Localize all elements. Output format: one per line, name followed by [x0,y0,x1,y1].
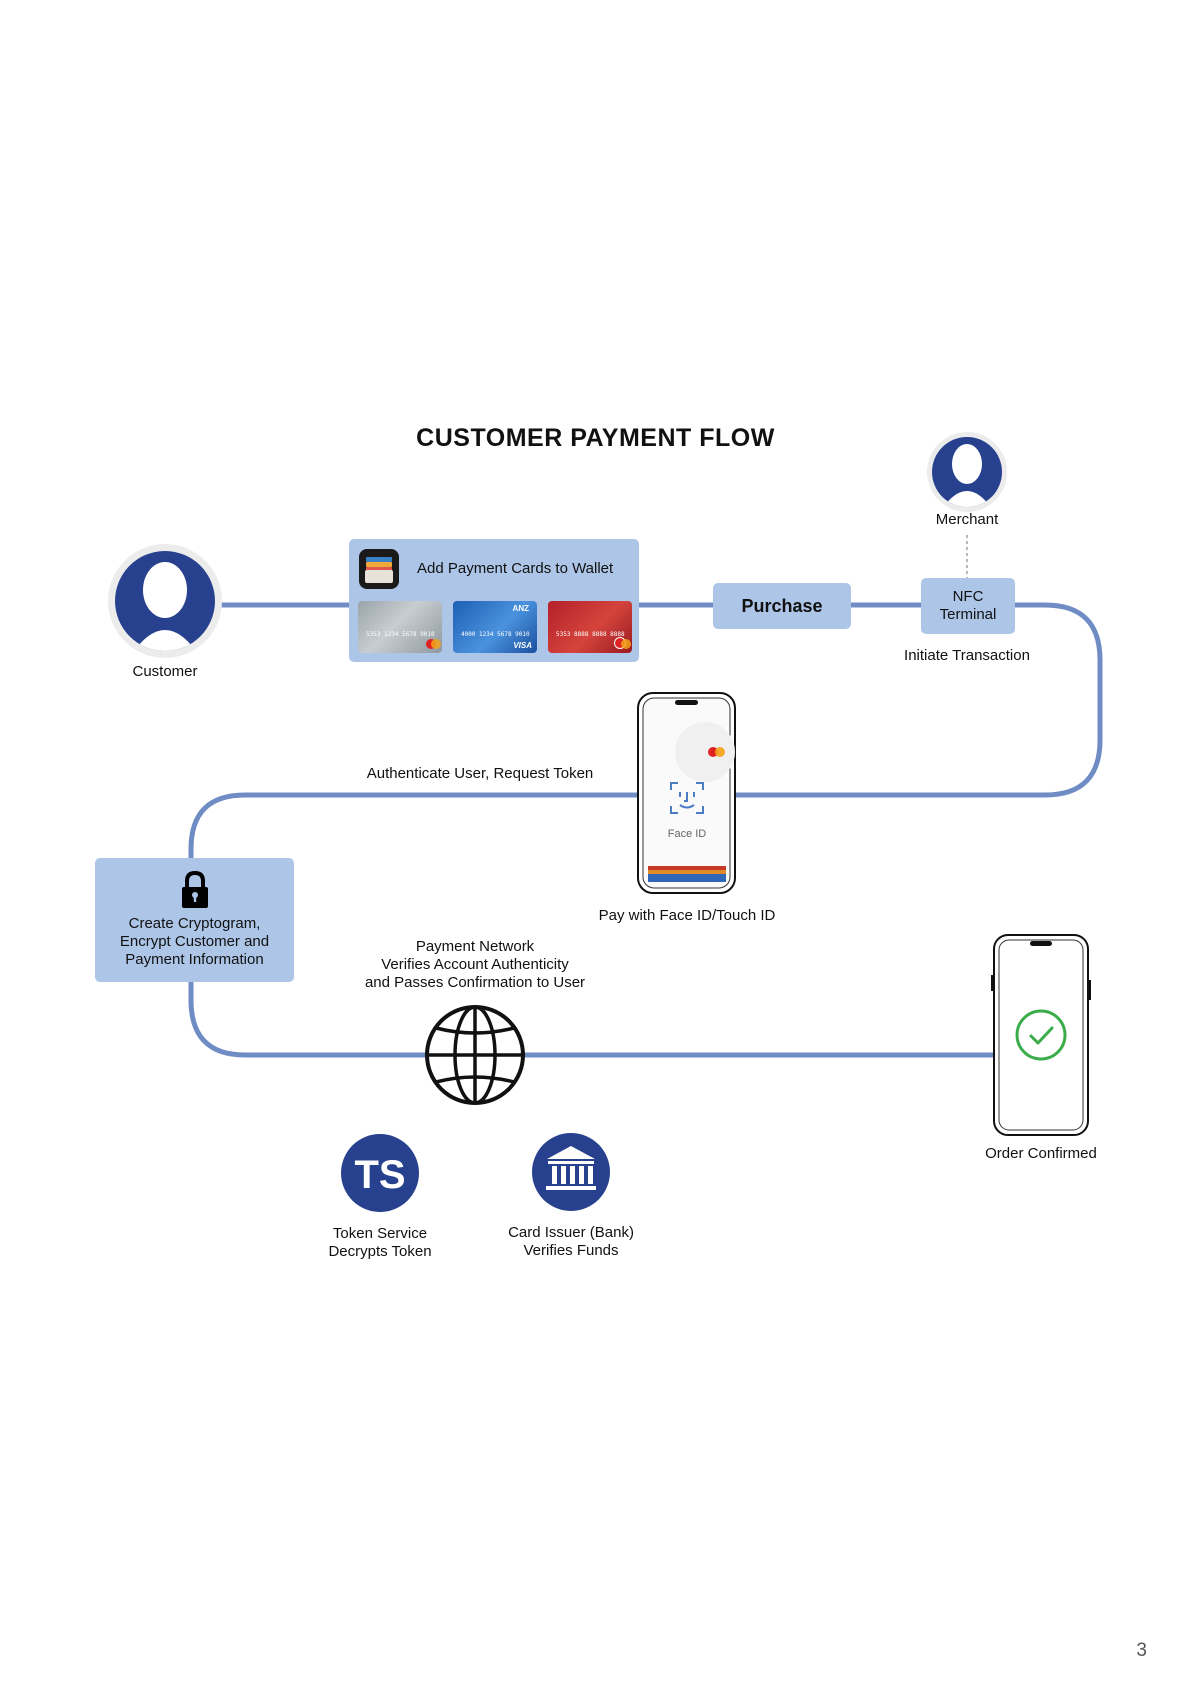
payment-card-2: ANZ 4000 1234 5678 9010 VISA [453,601,537,653]
card-issuer-label: Card Issuer (Bank) Verifies Funds [486,1224,656,1260]
card-issuer-line-1: Card Issuer (Bank) [508,1224,634,1241]
token-service-icon: TS [341,1134,419,1212]
flow-line [165,602,1103,1058]
globe-icon [425,1005,525,1105]
face-id-text: Face ID [667,828,707,840]
svg-text:TS: TS [354,1153,405,1197]
card-number: 4000 1234 5678 9010 [461,631,530,638]
page-number: 3 [1136,1640,1147,1661]
customer-avatar [108,544,222,658]
purchase-label: Purchase [741,595,823,616]
authenticate-label: Authenticate User, Request Token [366,765,594,782]
card-brand: ANZ [512,604,529,613]
customer-label: Customer [132,663,198,680]
payment-card-1: 5353 1234 5678 9010 [358,601,442,653]
crypto-line-2: Encrypt Customer and [119,933,270,950]
network-line-1: Payment Network [415,938,535,955]
initiate-transaction-label: Initiate Transaction [904,647,1030,664]
auth-phone-icon [637,692,736,894]
card-issuer-line-2: Verifies Funds [523,1242,619,1259]
wallet-step-label: Add Payment Cards to Wallet [417,560,614,577]
wallet-step-box: Add Payment Cards to Wallet 5353 1234 56… [349,539,639,662]
cryptogram-step-box: Create Cryptogram, Encrypt Customer and … [95,858,294,982]
network-line-2: Verifies Account Authenticity [381,956,569,973]
bank-icon [532,1133,610,1211]
wallet-app-icon [359,549,399,589]
order-confirmed-label: Order Confirmed [985,1145,1097,1162]
token-service-line-2: Decrypts Token [328,1243,432,1260]
payment-network-label: Payment Network Verifies Account Authent… [345,938,605,992]
token-service-line-1: Token Service [332,1225,428,1242]
payment-card-3: 5353 8888 8888 8888 [548,601,632,653]
crypto-line-1: Create Cryptogram, [128,915,261,932]
network-line-3: and Passes Confirmation to User [364,974,586,991]
card-number: 5353 1234 5678 9010 [366,631,435,638]
purchase-step-box: Purchase [713,583,851,629]
page-title: CUSTOMER PAYMENT FLOW [416,424,775,452]
pay-with-face-id-label: Pay with Face ID/Touch ID [598,907,776,924]
nfc-terminal-box: NFC Terminal [921,578,1015,634]
nfc-line-1: NFC [952,588,984,605]
card-number: 5353 8888 8888 8888 [556,631,625,638]
merchant-avatar [927,432,1007,512]
lock-icon [182,871,208,908]
nfc-line-2: Terminal [939,606,997,623]
token-service-label: Token Service Decrypts Token [300,1225,460,1261]
order-phone-icon [991,934,1091,1136]
merchant-label: Merchant [935,511,999,528]
crypto-line-3: Payment Information [125,951,264,968]
